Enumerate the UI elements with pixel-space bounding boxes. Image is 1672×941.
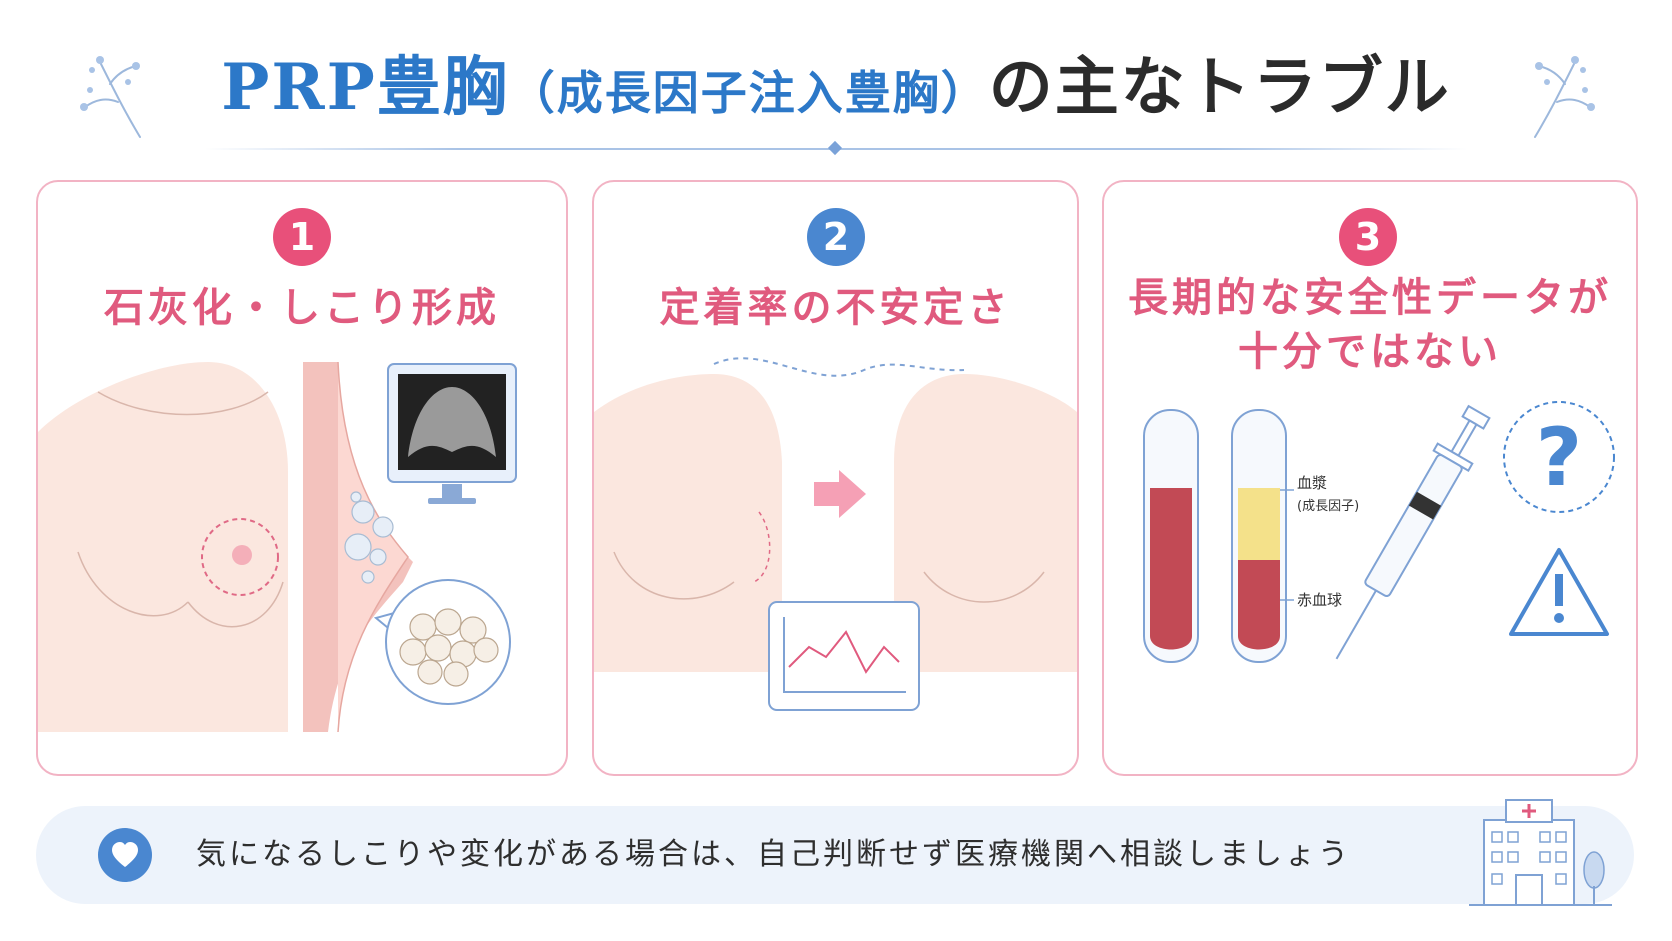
chart-icon: [768, 601, 920, 711]
test-tube-icon: [1231, 409, 1287, 663]
rbc-label: 赤血球: [1297, 591, 1342, 609]
card-title-line-2: 十分ではない: [1238, 329, 1502, 375]
title-main: PRP豊胸: [221, 50, 509, 125]
card-number: 2: [807, 208, 865, 266]
card-calcification: 1 石灰化・しこり形成: [36, 180, 568, 776]
warning-icon: [1509, 548, 1609, 636]
card-title: 石灰化・しこり形成: [104, 285, 500, 331]
heart-icon: [112, 842, 138, 867]
card-number: 1: [273, 208, 331, 266]
sprig-icon: [80, 56, 141, 138]
card-title-line-1: 長期的な安全性データが: [1128, 275, 1612, 321]
plasma-label: 血漿: [1297, 474, 1327, 492]
blood-separation-illustration: 血漿 (成長因子) 赤血球 ?: [1143, 401, 1615, 663]
title-diamond: [827, 140, 843, 156]
card-safety-data: 3 長期的な安全性データが 十分ではない 血漿 (成長因子) 赤血球: [1102, 180, 1638, 776]
advice-banner: 気になるしこりや変化がある場合は、自己判断せず医療機関へ相談しましょう: [36, 806, 1634, 904]
monitor-icon: [387, 363, 517, 504]
calcification-illustration: [38, 361, 517, 733]
title-paren: （成長因子注入豊胸）: [508, 66, 989, 120]
advice-text: 気になるしこりや変化がある場合は、自己判断せず医療機関へ相談しましょう: [196, 837, 1351, 872]
card-number: 3: [1339, 208, 1397, 266]
card-retention: 2 定着率の不安定さ: [592, 180, 1079, 776]
svg-text:?: ?: [1536, 411, 1582, 504]
heart-badge: [98, 828, 152, 882]
title-tail: の主なトラブル: [988, 50, 1451, 125]
card-title: 定着率の不安定さ: [659, 285, 1012, 331]
syringe-icon: [1335, 404, 1491, 660]
sprig-icon: [1534, 56, 1595, 138]
page-title: PRP豊胸（成長因子注入豊胸）の主なトラブル: [0, 48, 1672, 133]
hospital-icon: [1469, 799, 1612, 906]
plasma-sub-label: (成長因子): [1297, 499, 1359, 514]
test-tube-icon: [1143, 409, 1199, 663]
header: PRP豊胸（成長因子注入豊胸）の主なトラブル: [0, 30, 1672, 156]
retention-illustration: [594, 357, 1077, 711]
arrow-right-icon: [814, 470, 866, 518]
question-icon: ?: [1503, 401, 1615, 513]
